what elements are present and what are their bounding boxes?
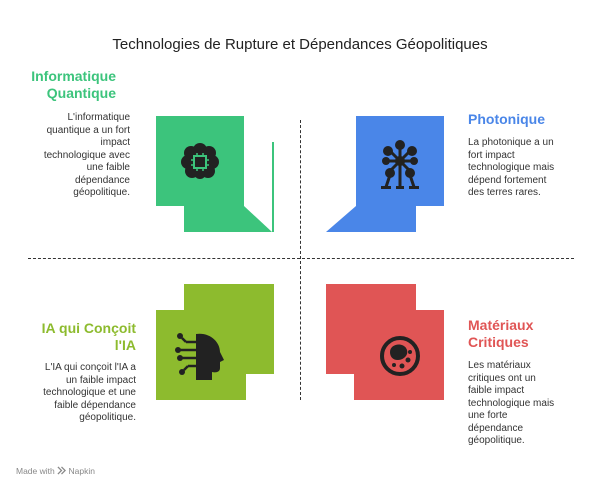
ai-head-circuit-icon xyxy=(175,333,224,380)
vertical-divider xyxy=(300,120,301,400)
horizontal-divider xyxy=(28,258,574,259)
quadrant-description: Les matériaux critiques ont un faible im… xyxy=(468,360,555,446)
footer-branding: Made with Napkin xyxy=(16,466,95,476)
diagram-title: Technologies de Rupture et Dépendances G… xyxy=(112,36,488,53)
red-cube xyxy=(326,284,444,400)
quadrant-heading: Informatique Quantique xyxy=(31,68,116,101)
quadrant-description: L'informatique quantique a un fort impac… xyxy=(43,112,130,198)
atomium-icon xyxy=(381,140,419,189)
quantum-chip-brain-icon xyxy=(181,143,219,179)
lime-cube xyxy=(156,284,274,400)
quadrant-heading: IA qui Conçoit l'IA xyxy=(41,320,136,353)
blue-cube xyxy=(326,116,444,232)
green-cube xyxy=(156,116,274,232)
quadrant-heading: Matériaux Critiques xyxy=(468,317,534,350)
napkin-logo-icon xyxy=(57,466,67,475)
quadrant-description: L'IA qui conçoit l'IA a un faible impact… xyxy=(43,362,136,423)
quadrant-heading: Photonique xyxy=(468,111,545,127)
petri-dish-icon xyxy=(380,336,420,376)
quadrant-description: La photonique a un fort impact technolog… xyxy=(468,137,555,198)
